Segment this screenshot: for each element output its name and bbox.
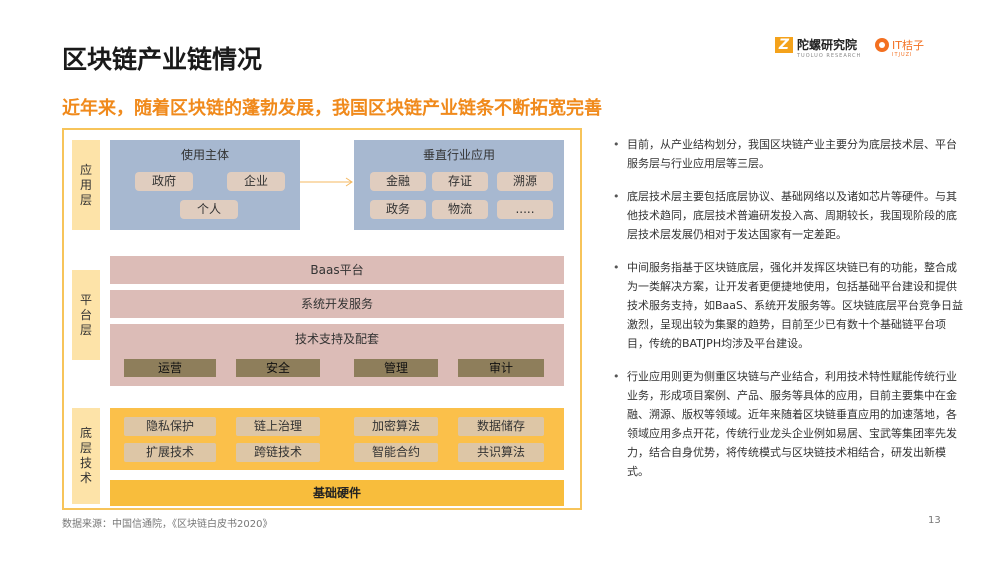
itjuzi-logo-text: IT桔子 (892, 39, 924, 52)
users-group-title: 使用主体 (180, 148, 229, 162)
industries-group-title: 垂直行业应用 (422, 148, 495, 162)
base-tech-chip: 智能合约 (354, 443, 438, 462)
base-tech-chip: 数据储存 (458, 417, 544, 436)
base-tech-chip: 链上治理 (236, 417, 320, 436)
support-chip: 安全 (236, 359, 320, 377)
industries-group: 垂直行业应用 金融 存证 溯源 政务 物流 ..... (354, 140, 564, 230)
industry-chip: 溯源 (497, 172, 553, 191)
orange-icon (875, 38, 889, 52)
layer-label-application: 应用层 (72, 140, 100, 230)
bullet-item: 底层技术层主要包括底层协议、基础网络以及诸如芯片等硬件。与其他技术趋同，底层技术… (613, 187, 963, 244)
page-title: 区块链产业链情况 (62, 45, 263, 74)
tuoluo-logo: Z 陀螺研究院 TUOLUO RESEARCH (775, 36, 860, 59)
base-tech-chip: 扩展技术 (124, 443, 216, 462)
users-group: 使用主体 政府 企业 个人 (110, 140, 300, 230)
page-subtitle: 近年来，随着区块链的蓬勃发展，我国区块链产业链条不断拓宽完善 (62, 98, 602, 119)
user-chip: 政府 (135, 172, 193, 191)
industry-chip: 金融 (370, 172, 426, 191)
user-chip: 个人 (180, 200, 238, 219)
page-number: 13 (928, 515, 941, 526)
data-source: 数据来源：中国信通院，《区块链白皮书2020》 (62, 519, 273, 530)
base-tech-chip: 加密算法 (354, 417, 438, 436)
bullet-list: 目前，从产业结构划分，我国区块链产业主要分为底层技术层、平台服务层与行业应用层等… (613, 135, 963, 495)
tuoluo-z-icon: Z (775, 36, 793, 53)
bullet-item: 中间服务指基于区块链底层，强化并发挥区块链已有的功能，整合成为一类解决方案，让开… (613, 258, 963, 353)
industry-chip: 政务 (370, 200, 426, 219)
tuoluo-logo-text: 陀螺研究院 (797, 38, 858, 52)
bullet-item: 行业应用则更为侧重区块链与产业结合，利用技术特性赋能传统行业业务，形成项目案例、… (613, 367, 963, 481)
base-tech-chip: 隐私保护 (124, 417, 216, 436)
arrow-right-icon (300, 177, 353, 187)
user-chip: 企业 (227, 172, 285, 191)
industry-chip: 存证 (432, 172, 488, 191)
baas-platform-bar: Baas平台 (110, 256, 564, 284)
industry-chip: 物流 (432, 200, 488, 219)
support-chip: 管理 (354, 359, 438, 377)
base-tech-chip: 共识算法 (458, 443, 544, 462)
industry-chain-diagram (62, 128, 582, 510)
tuoluo-logo-subtext: TUOLUO RESEARCH (797, 53, 862, 59)
industry-chip: ..... (497, 200, 553, 219)
support-chip: 运营 (124, 359, 216, 377)
tech-support-title: 技术支持及配套 (294, 332, 379, 346)
itjuzi-logo: IT桔子 ITJUZI (875, 37, 924, 58)
itjuzi-logo-subtext: ITJUZI (892, 52, 913, 58)
dev-service-bar: 系统开发服务 (110, 290, 564, 318)
base-hardware-bar: 基础硬件 (110, 480, 564, 506)
layer-label-platform: 平台层 (72, 270, 100, 360)
layer-label-base: 底层技术 (72, 408, 100, 504)
support-chip: 审计 (458, 359, 544, 377)
base-tech-chip: 跨链技术 (236, 443, 320, 462)
bullet-item: 目前，从产业结构划分，我国区块链产业主要分为底层技术层、平台服务层与行业应用层等… (613, 135, 963, 173)
